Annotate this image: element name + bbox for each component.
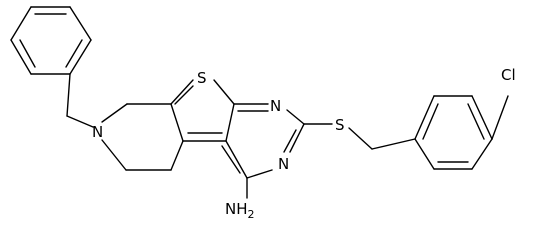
bond (101, 103, 128, 123)
bond (170, 140, 184, 171)
bond (467, 103, 485, 140)
bond (286, 109, 305, 125)
structure-diagram: S N N N S Cl NH2 (10, 6, 516, 221)
bond (10, 6, 32, 41)
atom-label-n-pyrimidine-top: N (270, 97, 281, 115)
bond-layer (10, 6, 509, 199)
bond (174, 85, 194, 105)
bond (414, 95, 435, 140)
atom-label-layer: S N N N S Cl NH2 (92, 66, 516, 221)
bond (19, 39, 36, 68)
amine-nh: NH (225, 200, 248, 218)
atom-label-amine: NH2 (225, 200, 255, 221)
bond (221, 145, 241, 174)
bond (225, 140, 248, 179)
bond (66, 115, 94, 128)
bond (170, 79, 194, 105)
bond (283, 129, 297, 153)
bond (66, 73, 71, 117)
bond (213, 79, 235, 105)
bond (471, 138, 493, 170)
amine-subscript: 2 (248, 208, 255, 221)
bond (422, 103, 439, 140)
bond (10, 39, 32, 75)
atom-label-s-linker: S (335, 116, 345, 134)
bond (65, 39, 83, 68)
bond (246, 169, 273, 179)
bond (289, 123, 305, 153)
bond (225, 103, 235, 142)
atom-label-n-ring: N (92, 123, 103, 141)
bond (348, 127, 373, 150)
bond (69, 6, 92, 41)
bond (170, 103, 184, 142)
atom-label-s-thiophene: S (197, 69, 207, 87)
bond (371, 138, 416, 150)
atom-label-chlorine: Cl (501, 66, 516, 84)
bond (414, 138, 435, 170)
atom-label-n-pyrimidine-mid: N (278, 155, 289, 173)
bond (69, 39, 92, 75)
bond (471, 95, 493, 140)
bond (491, 95, 509, 140)
bond (101, 139, 127, 171)
